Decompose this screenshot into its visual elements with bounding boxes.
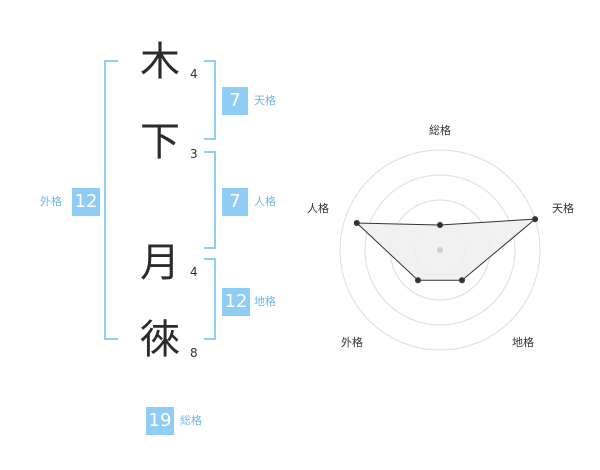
radar-points: [353, 216, 539, 284]
chikaku-value: 12: [222, 288, 250, 316]
chikaku-label: 地格: [254, 295, 276, 308]
stroke-count-4: 8: [190, 346, 198, 360]
soukaku-label: 総格: [180, 414, 202, 427]
radar-point-5: [353, 220, 360, 226]
radar-label-jinkaku: 人格: [307, 201, 329, 215]
tenkaku-value: 7: [222, 87, 248, 115]
radar-point-4: [415, 277, 421, 284]
radar-label-tenkaku: 天格: [552, 201, 574, 215]
jinkaku-bracket: [204, 151, 216, 249]
radar-label-chikaku: 地格: [512, 335, 534, 349]
radar-label-soukaku: 総格: [429, 123, 451, 137]
radar-point-2: [532, 216, 539, 223]
gaikaku-bracket: [104, 60, 118, 340]
radar-axis-labels: 総格 天格 地格 外格 人格: [307, 123, 574, 349]
radar-ring: [339, 149, 541, 351]
gaikaku-value: 12: [72, 188, 100, 216]
name-char-2: 下: [140, 119, 180, 165]
gaikaku-label: 外格: [40, 195, 62, 208]
stroke-count-3: 4: [190, 265, 198, 279]
tenkaku-bracket: [204, 60, 216, 140]
radar-label-gaikaku: 外格: [341, 335, 363, 349]
radar-area: [355, 218, 537, 281]
name-char-3: 月: [140, 240, 180, 286]
radar-center-dot: [437, 247, 443, 253]
name-char-4: 徠: [140, 317, 180, 363]
name-char-1: 木: [140, 39, 180, 85]
stroke-count-2: 3: [190, 147, 198, 161]
radar-ring: [364, 174, 516, 326]
jinkaku-label: 人格: [254, 195, 276, 208]
chikaku-bracket: [204, 258, 216, 340]
radar-point-1: [437, 222, 443, 228]
stroke-count-1: 4: [190, 67, 198, 81]
radar-chart: 総格 天格 地格 外格 人格: [307, 123, 574, 351]
radar-point-3: [459, 277, 465, 284]
soukaku-value: 19: [146, 407, 174, 435]
jinkaku-value: 7: [222, 188, 248, 216]
tenkaku-label: 天格: [254, 94, 276, 107]
